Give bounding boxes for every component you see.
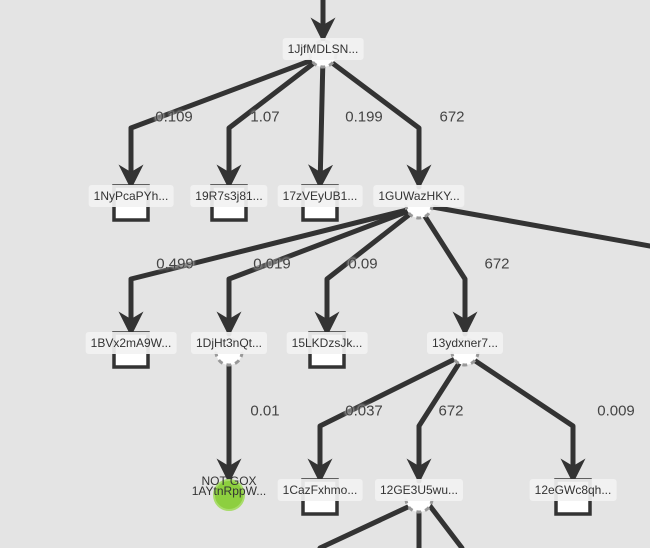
node-label-n8[interactable]: 13ydxner7...	[426, 332, 504, 354]
edge-root-n3	[308, 53, 334, 190]
edge-n8-n10	[307, 351, 468, 484]
edge-label-n4-n7: 0.09	[348, 255, 378, 273]
edge-label-n8-n12: 0.009	[597, 402, 635, 420]
edge-label-root-n2: 1.07	[250, 108, 280, 126]
node-label-n11[interactable]: 12GE3U5wu...	[374, 479, 464, 501]
edge-root-n4	[320, 53, 432, 190]
node-label-n12[interactable]: 12eGWc8qh...	[529, 479, 617, 501]
edge-label-n4-n6: 0.019	[253, 255, 291, 273]
node-label-n4[interactable]: 1GUWazHKY...	[373, 185, 465, 207]
edge-label-root-n3: 0.199	[345, 108, 383, 126]
edge-offscreen-down-right	[427, 503, 465, 548]
node-label-n6[interactable]: 1DjHt3nQt...	[190, 332, 268, 354]
edge-n4-n8	[416, 204, 478, 337]
node-label-n3[interactable]: 17zVEyUB1...	[277, 185, 363, 207]
node-label-n10[interactable]: 1CazFxhmo...	[277, 479, 363, 501]
edge-label-n4-n8: 672	[484, 255, 510, 273]
edge-n4-n6	[216, 204, 422, 337]
edge-label-root-n1: 0.109	[155, 108, 193, 126]
node-label-n7[interactable]: 15LKDzsJk...	[286, 332, 368, 354]
edge-n4-n5	[118, 204, 422, 337]
node-label-n1[interactable]: 1NyPcaPYh...	[88, 185, 174, 207]
node-label-n5[interactable]: 1BVx2mA9W...	[85, 332, 177, 354]
edge-n8-n12	[462, 351, 586, 484]
node-green-circle-n9	[213, 479, 245, 511]
edge-offscreen-down-left	[317, 503, 413, 548]
edge-offscreen-right	[424, 203, 650, 249]
edge-label-n6-n9: 0.01	[250, 402, 280, 420]
node-label-root[interactable]: 1JjfMDLSN...	[282, 38, 364, 60]
edge-label-n8-n11: 672	[438, 402, 464, 420]
edge-label-root-n4: 672	[439, 108, 465, 126]
edge-root-n1	[118, 53, 326, 190]
edge-label-n4-n5: 0.499	[156, 255, 194, 273]
node-label-n2[interactable]: 19R7s3j81...	[190, 185, 268, 207]
edge-n4-n7	[314, 204, 422, 337]
edge-root-n2	[216, 53, 326, 190]
edge-label-n8-n10: 0.037	[345, 402, 383, 420]
node-tag-n9: NOT GOX	[201, 474, 257, 488]
edge-n8-n11	[406, 351, 468, 484]
node-label-n9[interactable]: 1AYtnRppW...	[191, 484, 267, 498]
